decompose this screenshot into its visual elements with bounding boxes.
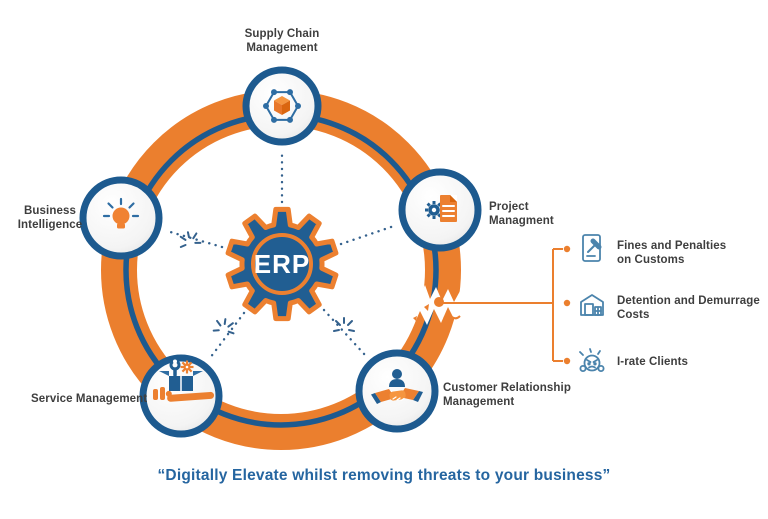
toolbox-hand-icon xyxy=(153,359,215,402)
node-label-service-management: Service Management xyxy=(31,393,148,405)
node-label-crm: Customer Relationship Management xyxy=(443,382,571,409)
quote-text: “Digitally Elevate whilst removing threa… xyxy=(157,467,611,484)
angry-client-icon xyxy=(579,348,605,372)
node-label-supply-chain: Supply Chain Management xyxy=(244,28,320,55)
supply-chain-network-icon xyxy=(263,89,301,123)
threat-label-detention: Detention and Demurrage Costs xyxy=(617,295,760,322)
erp-center-label: ERP xyxy=(253,249,311,279)
node-label-business-intelligence: Business Intelligence xyxy=(17,205,83,232)
handshake-person-icon xyxy=(371,369,423,404)
threat-connector-bracket xyxy=(434,245,571,365)
threat-label-fines: Fines and Penalties on Customs xyxy=(617,240,727,267)
erp-gear-icon xyxy=(225,206,339,322)
threat-label-irate-clients: I-rate Clients xyxy=(617,356,689,368)
warehouse-icon xyxy=(580,294,604,316)
gear-document-icon xyxy=(425,195,457,222)
lightbulb-icon xyxy=(102,197,140,229)
module-nodes xyxy=(79,66,482,438)
impact-spark-icon xyxy=(179,231,355,335)
node-label-project-management: Project Managment xyxy=(489,201,554,228)
gavel-document-icon xyxy=(582,234,602,262)
hub-connector-lines xyxy=(165,150,399,360)
